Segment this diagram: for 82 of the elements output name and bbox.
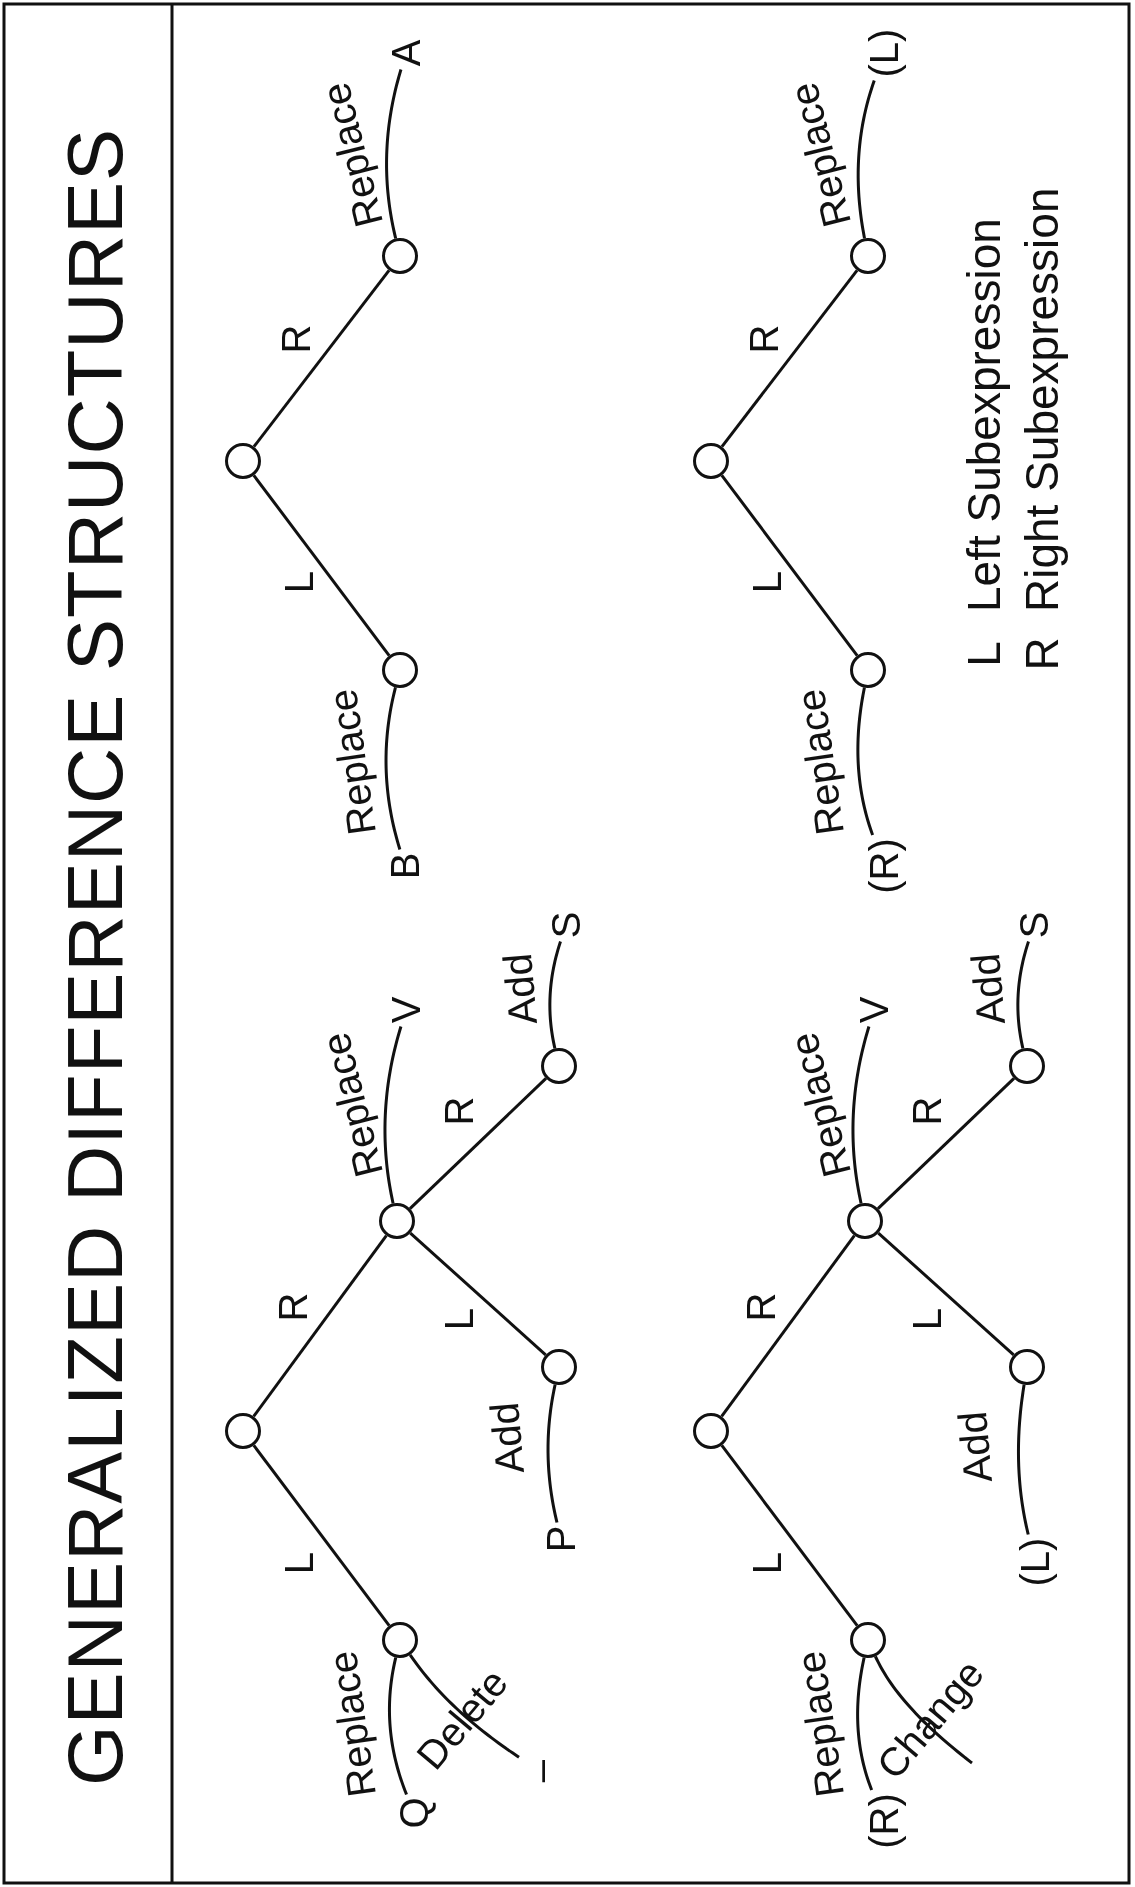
branch-line <box>408 1077 548 1210</box>
branch-line <box>720 1444 859 1627</box>
operation-curve <box>856 80 876 239</box>
symbol-label: – <box>520 1759 560 1783</box>
operation-curve <box>851 1026 871 1204</box>
edge-label: L <box>747 570 787 594</box>
operation-curve <box>546 1384 559 1523</box>
symbol-label: V <box>854 996 894 1024</box>
edge-label: L <box>439 1307 479 1331</box>
operation-curve <box>385 69 403 239</box>
edge-label: Add <box>951 1409 999 1485</box>
branch-line <box>409 1231 547 1357</box>
edge-label: R <box>439 1096 479 1126</box>
operation-curve <box>383 1026 403 1204</box>
edge-label: Replace <box>322 1648 382 1800</box>
operation-curve <box>384 687 402 850</box>
tree-node-circle <box>1009 1048 1045 1084</box>
edge-label: R <box>273 1292 313 1322</box>
branch-line <box>252 1234 388 1418</box>
branch-line <box>720 1234 856 1418</box>
edge-label: R <box>744 324 784 354</box>
tree-node-circle <box>693 1413 729 1449</box>
operation-curve <box>856 1657 874 1791</box>
tree-node-circle <box>850 238 886 274</box>
symbol-label: V <box>386 996 426 1024</box>
symbol-label: S <box>1014 911 1054 939</box>
operation-curve <box>874 1655 973 1765</box>
edge-label: L <box>747 1551 787 1575</box>
symbol-label: P <box>541 1525 581 1553</box>
edge-label: Add <box>496 951 544 1027</box>
edge-label: Replace <box>782 78 858 232</box>
edge-label: Add <box>483 1400 531 1476</box>
tree-node-circle <box>382 1622 418 1658</box>
edge-label: Replace <box>790 1648 850 1800</box>
edge-label: Replace <box>314 1028 390 1182</box>
tree-node-circle <box>541 1048 577 1084</box>
tree-node-circle <box>1009 1349 1045 1385</box>
branch-line <box>876 1077 1016 1210</box>
operation-curve <box>408 1654 520 1759</box>
edge-label: Replace <box>314 78 390 232</box>
tree-node-circle <box>379 1203 415 1239</box>
legend-key: L <box>961 641 1007 667</box>
branch-line <box>877 1231 1015 1357</box>
edge-label: L <box>279 570 319 594</box>
symbol-label: (L) <box>864 28 904 78</box>
symbol-label: A <box>386 39 426 67</box>
edge-label: L <box>907 1307 947 1331</box>
symbol-label: (R) <box>864 838 904 894</box>
edge-label: Replace <box>790 686 850 838</box>
symbol-label: (R) <box>864 1793 904 1849</box>
edge-label: R <box>276 324 316 354</box>
tree-node-circle <box>847 1203 883 1239</box>
tree-node-circle <box>850 1622 886 1658</box>
tree-node-circle <box>850 652 886 688</box>
tree-node-circle <box>382 238 418 274</box>
branch-line <box>252 1444 391 1627</box>
edge-label: Replace <box>782 1028 858 1182</box>
title: GENERALIZED DIFFERENCE STRUCTURES <box>56 127 134 1787</box>
tree-node-circle <box>541 1349 577 1385</box>
operation-curve <box>1016 940 1030 1050</box>
legend-key: R <box>1019 637 1065 671</box>
tree-node-circle <box>693 443 729 479</box>
symbol-label: (L) <box>1015 1537 1055 1587</box>
symbol-label: S <box>546 911 586 939</box>
operation-curve <box>1016 1384 1030 1535</box>
operation-curve <box>856 687 875 836</box>
edge-label: L <box>279 1551 319 1575</box>
tree-node-circle <box>225 443 261 479</box>
branch-line <box>720 474 859 657</box>
edge-label: Add <box>964 951 1012 1027</box>
tree-node-circle <box>225 1413 261 1449</box>
edge-label: R <box>741 1292 781 1322</box>
branch-line <box>252 474 391 657</box>
symbol-label: B <box>385 852 425 880</box>
operation-curve <box>548 940 562 1050</box>
operation-curve <box>387 1657 408 1796</box>
edge-label: R <box>907 1096 947 1126</box>
branch-line <box>252 269 391 448</box>
branch-line <box>720 269 859 448</box>
tree-node-circle <box>382 652 418 688</box>
symbol-label: Q <box>394 1797 434 1829</box>
edge-label: Replace <box>322 686 382 838</box>
